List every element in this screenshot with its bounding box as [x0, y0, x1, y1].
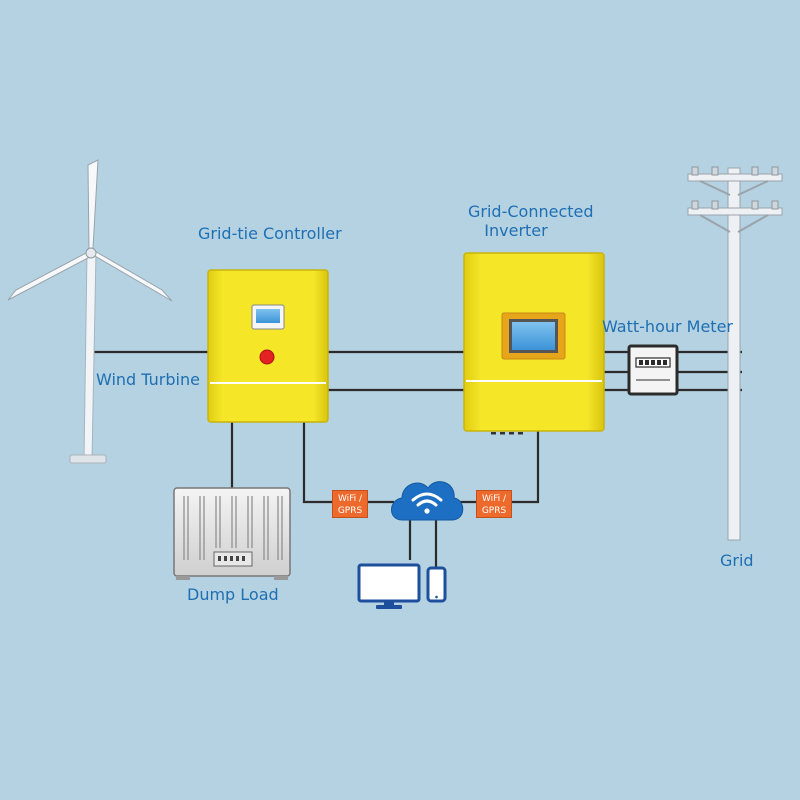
dump-load-label: Dump Load: [187, 585, 279, 604]
wifi-gprs-tag-inverter: WiFi / GPRS: [476, 490, 512, 518]
inverter-label-line-1: Grid-Connected: [468, 202, 594, 221]
wind-turbine-icon: [7, 159, 173, 464]
inverter-label: Grid-Connected Inverter: [468, 202, 594, 241]
transmission-pole-icon: [687, 166, 783, 541]
turbine-label: Wind Turbine: [96, 370, 200, 389]
inverter-label-line-2: Inverter: [484, 221, 548, 241]
wire-inverter-comm: [512, 428, 540, 504]
cloud-wifi-icon: [391, 481, 464, 521]
tag-line-1: WiFi /: [337, 494, 363, 504]
monitor-icon: [357, 563, 421, 609]
dump-load-box: [173, 487, 291, 580]
grid-label: Grid: [720, 551, 754, 570]
meter-label: Watt-hour Meter: [602, 317, 733, 336]
wiring: [92, 350, 742, 568]
wifi-gprs-tag-controller: WiFi / GPRS: [332, 490, 368, 518]
grid-tie-controller-box: [207, 269, 329, 423]
tag-line-1: WiFi /: [481, 494, 507, 504]
controller-label: Grid-tie Controller: [198, 224, 342, 243]
wire-controller-comm: [302, 422, 332, 504]
watt-hour-meter-box: [627, 344, 679, 396]
phone-icon: [426, 566, 447, 603]
controller-indicator-light: [259, 349, 275, 365]
tag-line-2: GPRS: [337, 506, 363, 516]
grid-connected-inverter-box: [463, 252, 605, 435]
tag-line-2: GPRS: [481, 506, 507, 516]
